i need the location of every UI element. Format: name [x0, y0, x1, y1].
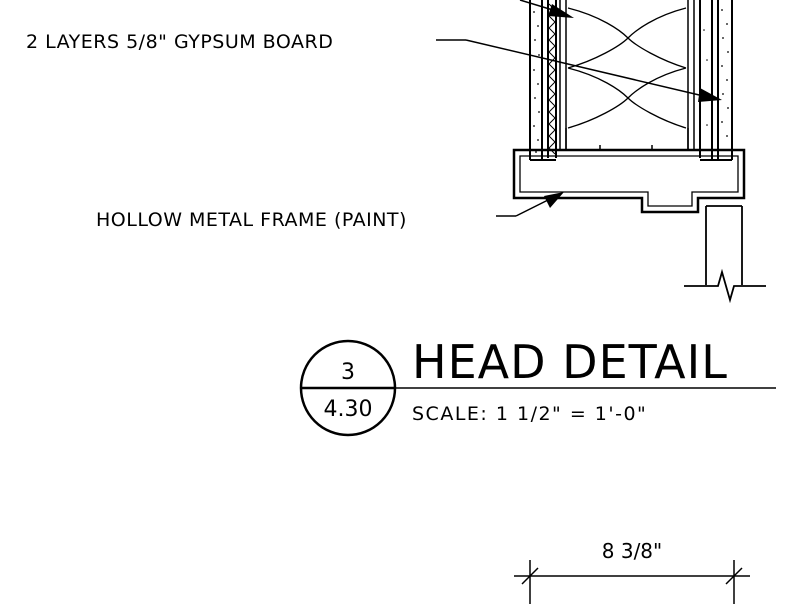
leader-hollow-metal-frame	[496, 192, 564, 217]
hollow-metal-frame-label: HOLLOW METAL FRAME (PAINT)	[96, 209, 407, 231]
door-section	[684, 205, 766, 304]
detail-scale: SCALE: 1 1/2" = 1'-0"	[412, 403, 647, 425]
dimension-text: 8 3/8"	[602, 539, 662, 563]
dimension-line	[514, 560, 750, 604]
gypsum-board-label: 2 LAYERS 5/8" GYPSUM BOARD	[26, 31, 333, 53]
detail-bubble: 3 4.30	[299, 339, 397, 437]
wall-assembly	[529, 0, 733, 161]
detail-title: HEAD DETAIL	[412, 335, 728, 389]
zigzag-hatch	[548, 3, 556, 155]
detail-number: 3	[341, 360, 355, 385]
sheet-number: 4.30	[324, 397, 373, 422]
insulation	[567, 7, 687, 129]
leader-top-arrow	[519, 0, 574, 18]
leader-gypsum-board	[436, 39, 722, 102]
